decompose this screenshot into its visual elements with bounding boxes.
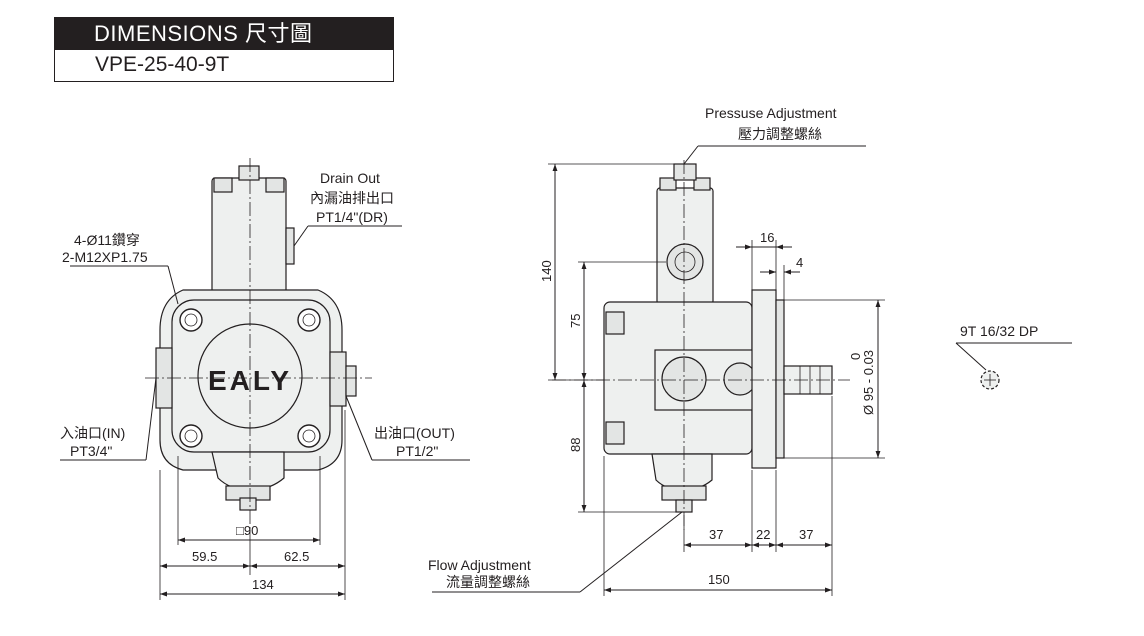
outlet-fitting bbox=[345, 365, 357, 397]
holes-label: 4-Ø11鑽穿 bbox=[74, 232, 140, 248]
side-valve-port bbox=[666, 243, 704, 281]
side-dimensions bbox=[548, 163, 885, 596]
dim-width-total: 134 bbox=[252, 577, 274, 592]
dim-4: 4 bbox=[796, 255, 803, 270]
side-mount-flange bbox=[751, 289, 777, 469]
dim-37b: 37 bbox=[799, 527, 813, 542]
front-adjust-screw bbox=[238, 165, 260, 181]
front-bolts bbox=[179, 308, 321, 448]
side-view bbox=[552, 160, 850, 530]
front-dimensions bbox=[159, 410, 346, 600]
drain-port-boss bbox=[285, 227, 295, 265]
side-lower-cap bbox=[605, 421, 625, 445]
brand-logo: EALY bbox=[208, 365, 292, 396]
side-flow-block bbox=[651, 453, 713, 491]
side-valve-cap-left bbox=[659, 177, 677, 191]
dim-h140: 140 bbox=[539, 260, 554, 282]
drain-label-zh: 內漏油排出口 bbox=[310, 190, 394, 206]
side-upper-cap bbox=[605, 311, 625, 335]
flow-label-en: Flow Adjustment bbox=[428, 557, 531, 573]
front-callouts bbox=[60, 225, 470, 461]
drain-label-en: Drain Out bbox=[320, 170, 380, 186]
side-inlet-port bbox=[661, 356, 707, 402]
front-flow-screw bbox=[239, 497, 257, 511]
side-valve-cap-right bbox=[693, 177, 711, 191]
side-adjust-screw bbox=[673, 163, 697, 181]
dim-square: □90 bbox=[236, 523, 258, 538]
flow-label-zh: 流量調整螺絲 bbox=[446, 574, 530, 590]
inlet-port-size: PT3/4" bbox=[70, 443, 112, 459]
dim-16: 16 bbox=[760, 230, 774, 245]
side-outlet-port bbox=[723, 362, 757, 396]
front-valve-block bbox=[211, 177, 287, 301]
front-flow-block bbox=[211, 451, 285, 491]
dim-shaft-tol: 0 bbox=[848, 353, 863, 360]
dim-22: 22 bbox=[756, 527, 770, 542]
dim-right-half: 62.5 bbox=[284, 549, 309, 564]
outlet-port-size: PT1/2" bbox=[396, 443, 438, 459]
header-title: DIMENSIONS 尺寸圖 bbox=[54, 17, 394, 50]
inlet-label: 入油口(IN) bbox=[60, 425, 125, 441]
outlet-boss bbox=[329, 351, 347, 407]
dim-h75: 75 bbox=[568, 314, 583, 328]
outlet-label: 出油口(OUT) bbox=[374, 425, 455, 441]
dim-length-total: 150 bbox=[708, 572, 730, 587]
dim-shaft-dia: Ø 95 - 0.03 bbox=[861, 350, 876, 415]
dim-37a: 37 bbox=[709, 527, 723, 542]
pressure-label-en: Pressuse Adjustment bbox=[705, 105, 837, 121]
dim-h88: 88 bbox=[568, 438, 583, 452]
thread-label: 2-M12XP1.75 bbox=[62, 249, 148, 265]
spline-label: 9T 16/32 DP bbox=[960, 323, 1038, 339]
front-view: EALY bbox=[145, 158, 372, 530]
front-valve-cap-left bbox=[213, 177, 233, 193]
front-valve-cap-right bbox=[265, 177, 285, 193]
side-pilot bbox=[775, 299, 785, 459]
model-number: VPE-25-40-9T bbox=[54, 50, 394, 82]
dim-left-half: 59.5 bbox=[192, 549, 217, 564]
side-callouts bbox=[432, 145, 866, 593]
drain-port-size: PT1/4"(DR) bbox=[316, 209, 388, 225]
spline-detail bbox=[955, 342, 1072, 390]
pressure-label-zh: 壓力調整螺絲 bbox=[738, 126, 822, 142]
